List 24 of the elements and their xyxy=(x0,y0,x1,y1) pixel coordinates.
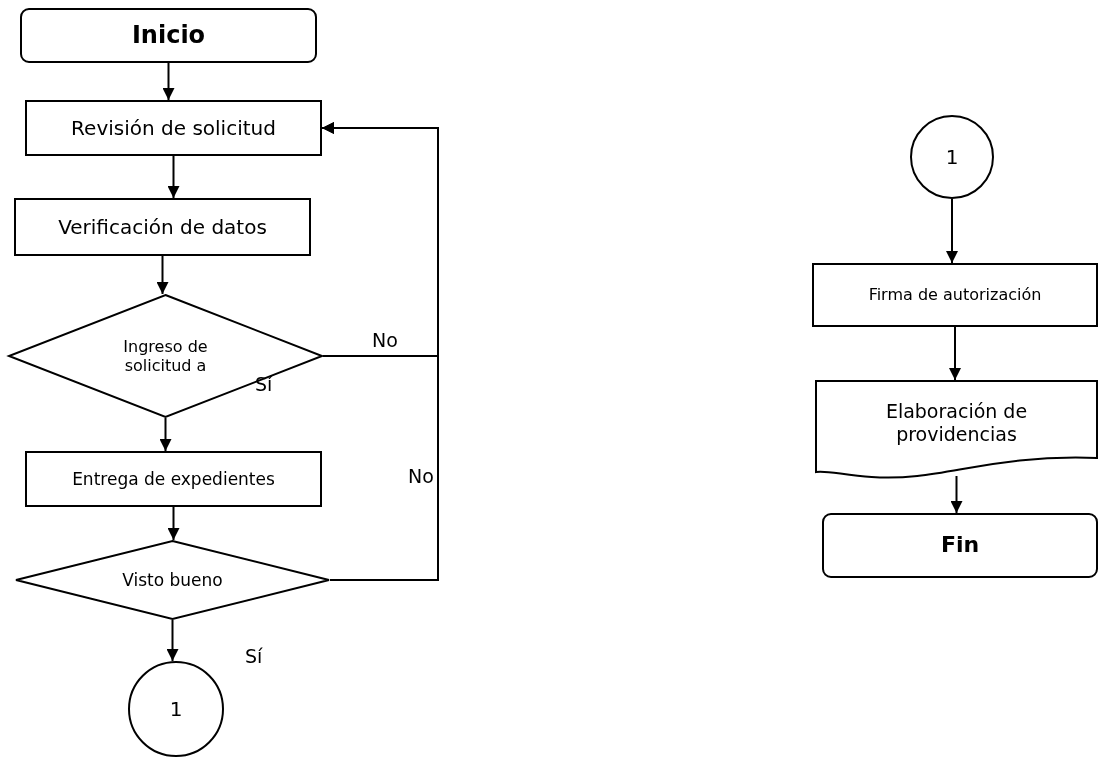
arrow xyxy=(162,62,175,101)
node-label: 1 xyxy=(945,145,959,169)
node-label: Inicio xyxy=(131,21,206,50)
arrow xyxy=(167,155,180,199)
node-label: Entrega de expedientes xyxy=(72,468,275,490)
node-label: Visto bueno xyxy=(122,569,223,591)
node-label: 1 xyxy=(169,697,183,721)
arrow xyxy=(166,619,179,662)
edge-label: No xyxy=(408,465,434,487)
arrow xyxy=(950,475,963,514)
node-label: Ingreso de solicitud a xyxy=(122,336,209,376)
arrow xyxy=(159,417,172,452)
edge-label: No xyxy=(372,329,398,351)
node-label: Verificación de datos xyxy=(58,215,267,239)
arrow xyxy=(156,255,169,295)
arrow xyxy=(949,326,961,381)
arrow xyxy=(946,198,958,264)
arrow xyxy=(321,122,439,581)
edge-label: Sí xyxy=(245,645,263,667)
node-label: Elaboración de providencias xyxy=(884,400,1029,446)
node-label: Fin xyxy=(940,532,980,559)
node-label: Revisión de solicitud xyxy=(71,116,276,140)
arrow xyxy=(167,506,180,541)
node-label: Firma de autorización xyxy=(868,285,1042,305)
